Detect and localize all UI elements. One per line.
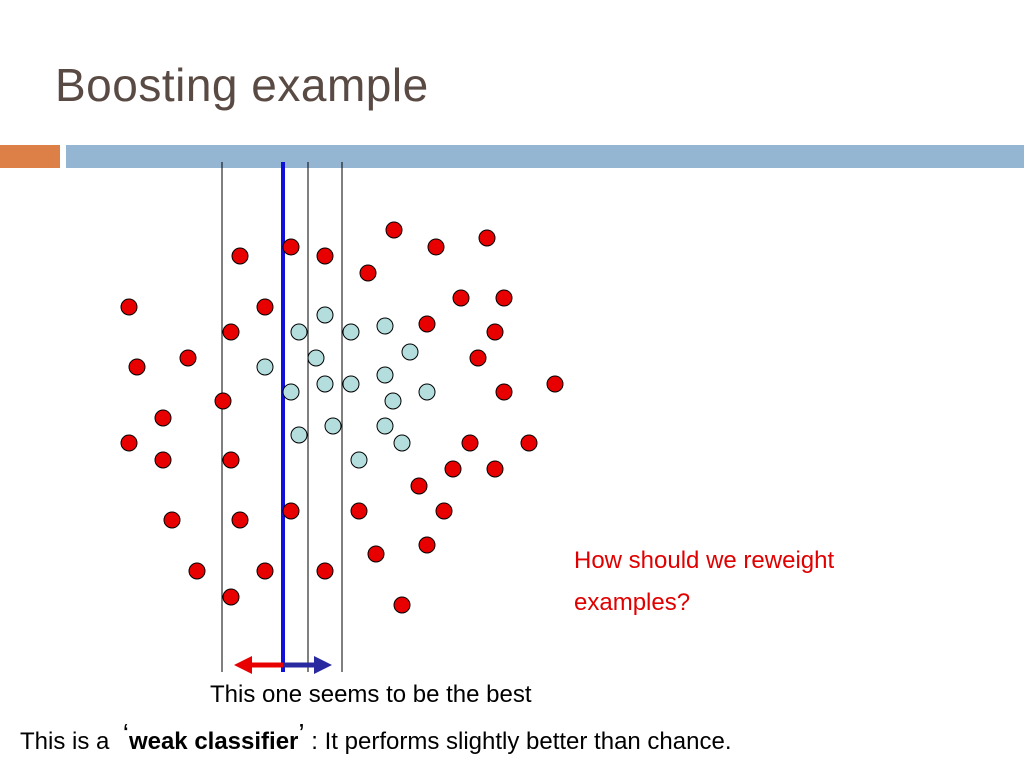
open-quote: ‘ (122, 718, 129, 749)
blue-point (384, 392, 402, 410)
red-point (222, 588, 240, 606)
blue-point (342, 375, 360, 393)
red-point (120, 434, 138, 452)
blue-point (418, 383, 436, 401)
blue-point (393, 434, 411, 452)
weak-prefix: This is a (20, 728, 110, 755)
red-point (256, 298, 274, 316)
best-classifier-label: This one seems to be the best (210, 681, 532, 708)
weak-classifier-term: weak classifier (128, 728, 299, 755)
blue-point (307, 349, 325, 367)
red-point (427, 238, 445, 256)
red-point (222, 323, 240, 341)
blue-point (376, 317, 394, 335)
red-point (282, 502, 300, 520)
red-point (231, 247, 249, 265)
red-point (163, 511, 181, 529)
blue-point (256, 358, 274, 376)
red-point (256, 562, 274, 580)
red-point (444, 460, 462, 478)
blue-point (342, 323, 360, 341)
red-point (410, 477, 428, 495)
red-point (520, 434, 538, 452)
slide-title: Boosting example (55, 59, 429, 111)
red-point (128, 358, 146, 376)
red-point (359, 264, 377, 282)
red-point (478, 229, 496, 247)
red-point (179, 349, 197, 367)
red-point (367, 545, 385, 563)
red-point (495, 383, 513, 401)
close-quote: ’ (298, 718, 305, 749)
red-point (154, 409, 172, 427)
accent-bar-orange (0, 145, 60, 168)
weak-suffix: : It performs slightly better than chanc… (304, 728, 732, 755)
red-point (486, 323, 504, 341)
red-point (495, 289, 513, 307)
blue-point (282, 383, 300, 401)
red-point (222, 451, 240, 469)
blue-point (376, 366, 394, 384)
weak-classifier-sentence: This is a ‘weak classifier’ : It perform… (20, 718, 732, 756)
red-point (461, 434, 479, 452)
blue-point (290, 323, 308, 341)
red-point (282, 238, 300, 256)
accent-bar-blue (66, 145, 1024, 168)
blue-point (324, 417, 342, 435)
red-point (435, 502, 453, 520)
red-point (393, 596, 411, 614)
blue-point (316, 306, 334, 324)
red-point (452, 289, 470, 307)
left-arrow-head (234, 656, 252, 674)
red-point (231, 511, 249, 529)
red-point (154, 451, 172, 469)
red-point (418, 536, 436, 554)
red-point (188, 562, 206, 580)
red-point (486, 460, 504, 478)
blue-point (401, 343, 419, 361)
blue-point (350, 451, 368, 469)
red-point (120, 298, 138, 316)
red-point (418, 315, 436, 333)
red-point (546, 375, 564, 393)
reweight-question: How should we reweight examples? (574, 547, 835, 616)
red-point (350, 502, 368, 520)
red-point (316, 562, 334, 580)
blue-point (316, 375, 334, 393)
right-arrow-head (314, 656, 332, 674)
blue-point (376, 417, 394, 435)
red-point (214, 392, 232, 410)
red-point (316, 247, 334, 265)
red-point (385, 221, 403, 239)
blue-point (290, 426, 308, 444)
red-point (469, 349, 487, 367)
